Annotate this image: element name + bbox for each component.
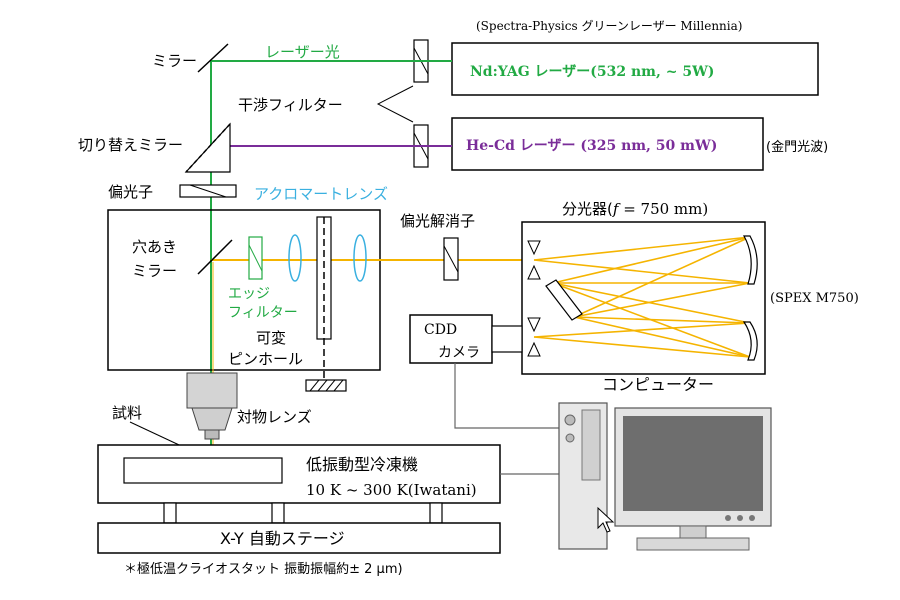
cryostat-label-1: 低振動型冷凍機 (306, 455, 418, 474)
objective-label: 対物レンズ (237, 408, 312, 426)
spectrometer-beam-paths (533, 236, 751, 358)
achromat-lens-2 (353, 234, 367, 282)
ndyag-laser-label: Nd:YAG レーザー(532 nm, ~ 5W) (470, 64, 714, 80)
entrance-slit (527, 240, 541, 280)
hecd-maker-label: (金門光波) (766, 139, 828, 155)
achromat-label: アクロマートレンズ (254, 185, 388, 203)
variable-pinhole (305, 216, 347, 392)
hecd-laser-box (451, 117, 764, 171)
microscope-box (107, 209, 381, 371)
holed-mirror-label-2: ミラー (132, 262, 177, 280)
spectrometer-f-value: = 750 mm) (618, 200, 708, 218)
spectrometer-title: 分光器( (562, 200, 613, 218)
spectrometer-model: (SPEX M750) (770, 291, 859, 306)
camera-cable (454, 363, 580, 429)
computer-monitor (614, 407, 772, 551)
xy-stage-box (97, 522, 501, 554)
edge-filter-label-1: エッジ (228, 286, 270, 302)
cryostat-stage (123, 457, 283, 484)
hecd-laser-label: He-Cd レーザー (325 nm, 50 mW) (466, 138, 717, 154)
holed-mirror (197, 239, 233, 275)
green-beam-label: レーザー光 (265, 43, 340, 61)
pinhole-label-1: 可変 (256, 329, 286, 347)
collimating-mirror (742, 235, 758, 285)
spectrometer-label: 分光器(f = 750 mm) (562, 200, 708, 218)
cryostat-label-2: 10 K ~ 300 K(Iwatani) (306, 481, 477, 499)
spectrometer-f-symbol: f (612, 200, 621, 218)
polarizer (179, 184, 237, 198)
switching-mirror (184, 122, 231, 173)
switching-mirror-label: 切り替えミラー (78, 136, 183, 154)
holed-mirror-label-1: 穴あき (132, 238, 177, 256)
ccd-camera-label-1: CDD (424, 322, 457, 338)
edge-filter (248, 236, 263, 280)
exit-slit (527, 317, 541, 357)
ccd-camera-label-2: カメラ (438, 345, 480, 361)
ccd-camera-box (409, 314, 493, 364)
sample-label: 試料 (112, 404, 142, 422)
mirror-label: ミラー (152, 52, 197, 70)
depolarizer-label: 偏光解消子 (400, 212, 475, 230)
header-note: (Spectra-Physics グリーンレーザー Millennia) (476, 19, 742, 33)
ccd-camera-coupler (491, 325, 523, 353)
footnote: ＊極低温クライオスタット 振動振幅約± 2 μm) (124, 561, 403, 577)
focusing-mirror (742, 321, 758, 361)
interference-filter-label: 干渉フィルター (238, 96, 343, 114)
computer-label: コンピューター (602, 375, 714, 394)
edge-filter-label-2: フィルター (228, 305, 298, 321)
polarizer-label: 偏光子 (108, 183, 153, 201)
depolarizer (443, 237, 459, 281)
grating (545, 279, 583, 321)
xy-stage-label: X-Y 自動ステージ (220, 529, 345, 548)
stage-supports (163, 502, 443, 524)
computer-tower (558, 402, 608, 550)
objective-lens (186, 372, 238, 440)
pinhole-label-2: ピンホール (228, 350, 303, 368)
top-mirror (197, 43, 229, 73)
mouse-cursor-icon (597, 506, 615, 533)
achromat-lens-1 (288, 234, 302, 282)
ndyag-laser-box (451, 42, 819, 96)
interference-filter-pointer (376, 85, 414, 123)
